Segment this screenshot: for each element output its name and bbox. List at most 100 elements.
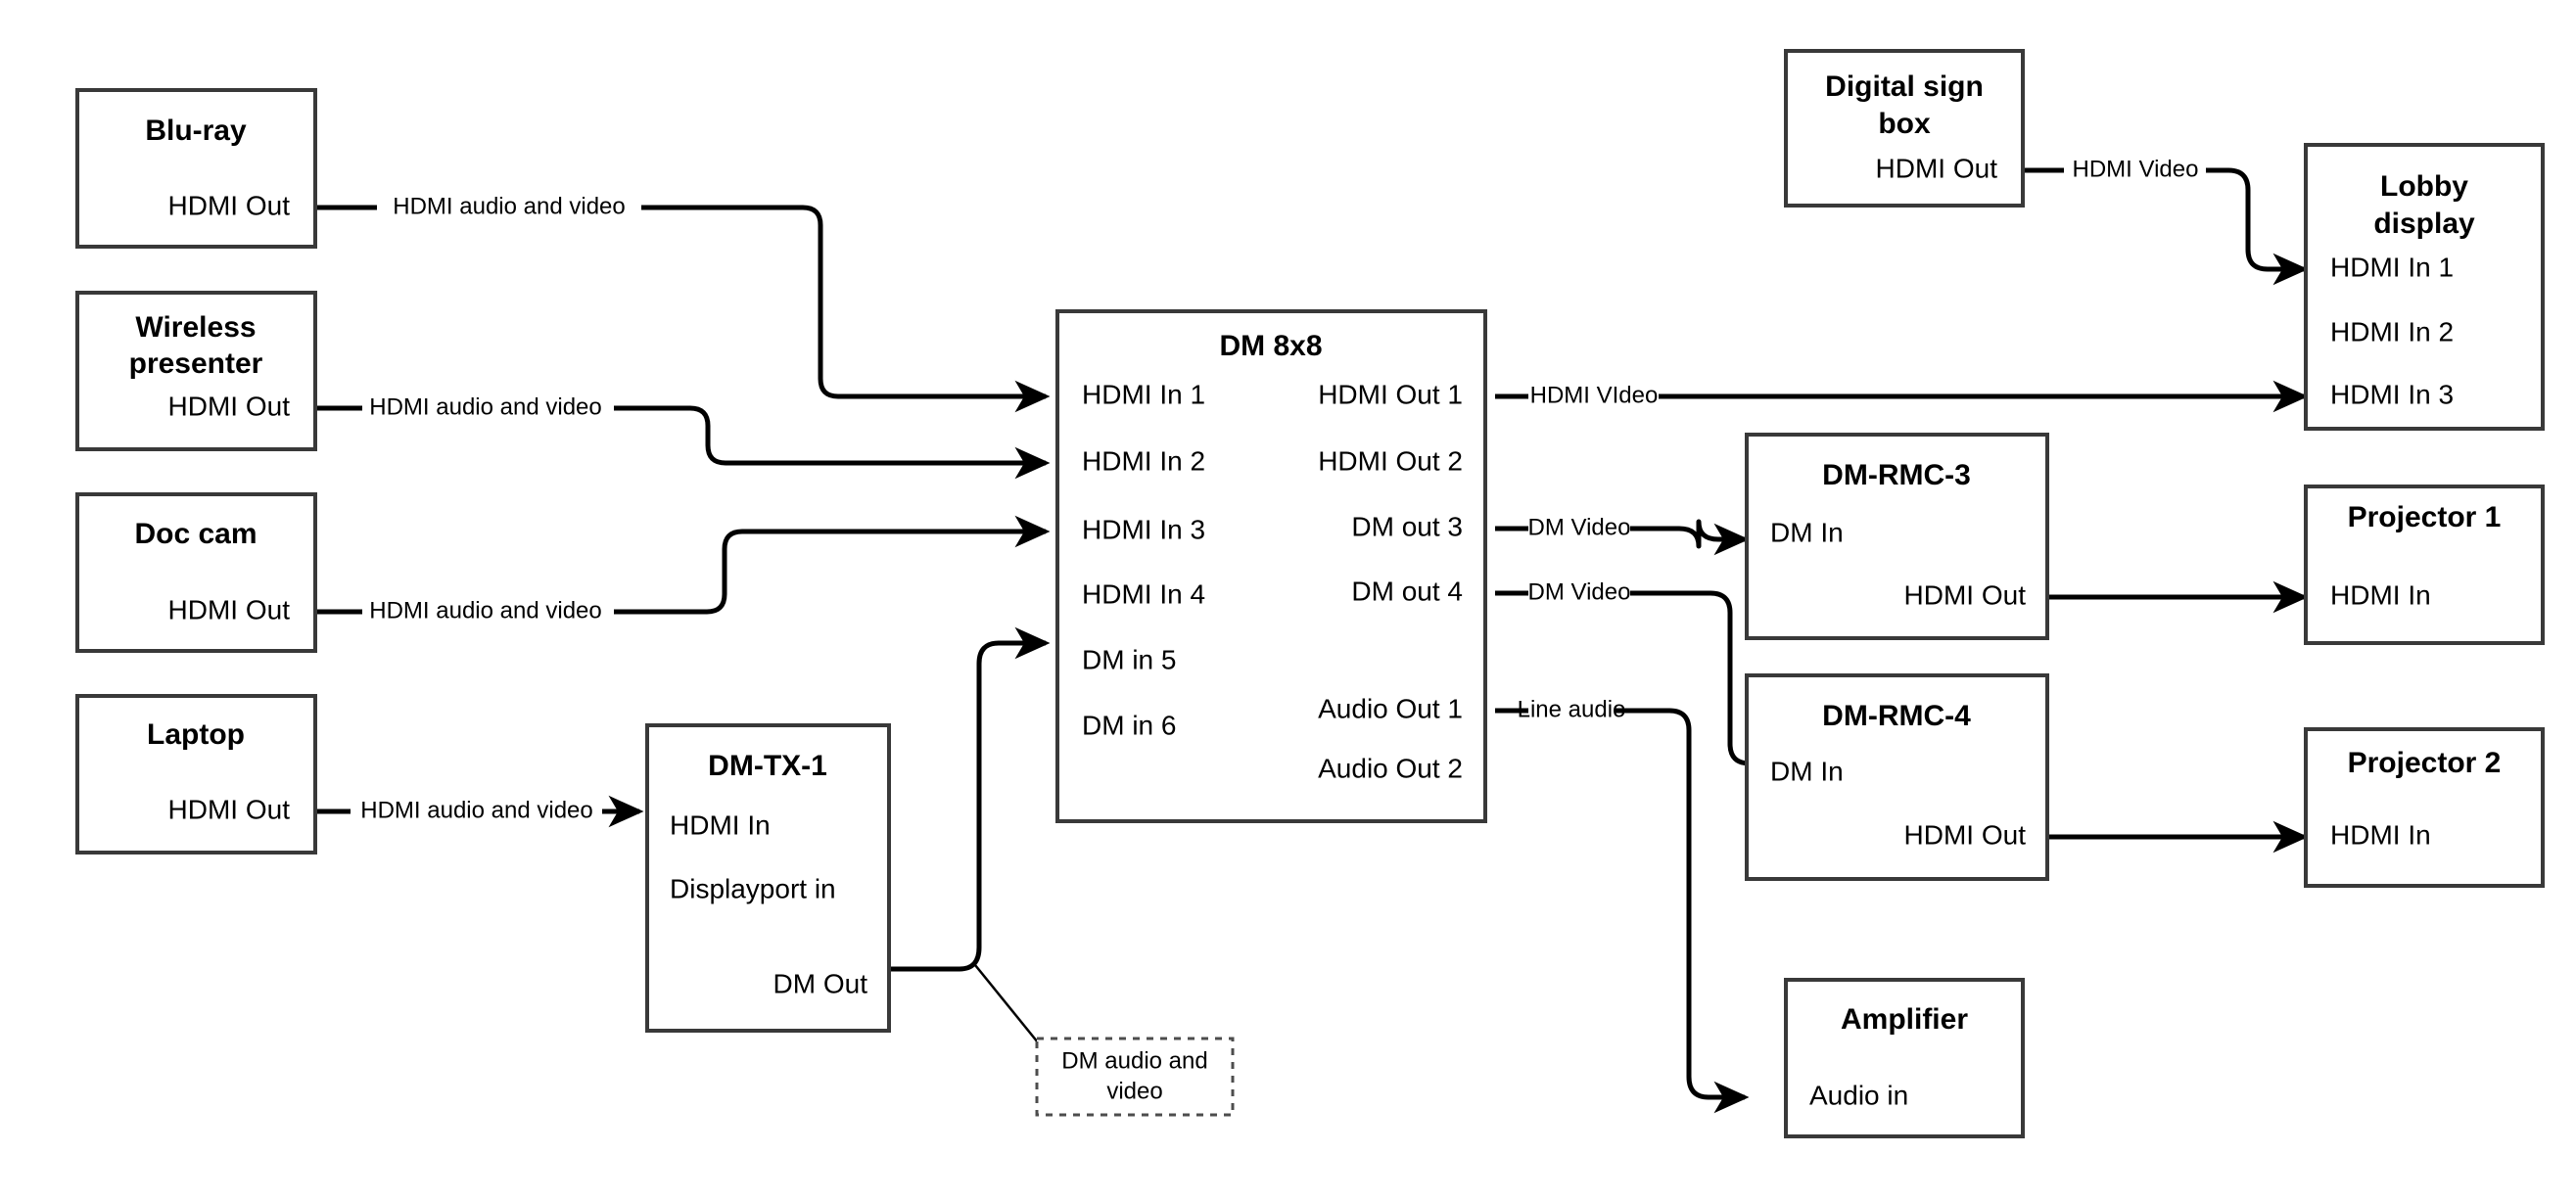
port-hdmi-in-2: HDMI In 2	[1082, 445, 1205, 476]
link-dm-8x8-dm-out-4-to-dm-rmc-4: DM Video	[1495, 578, 1750, 763]
link-label-laptop: HDMI audio and video	[360, 797, 592, 823]
port-dm-in: DM In	[1770, 517, 1844, 547]
port-dm-in: DM In	[1770, 756, 1844, 786]
node-box	[1784, 978, 2025, 1138]
node-laptop[interactable]: Laptop HDMI Out	[75, 694, 317, 855]
node-title: Projector 2	[2348, 747, 2502, 779]
node-title-line-2: presenter	[129, 347, 263, 380]
link-label-digital-sign: HDMI Video	[2073, 156, 2199, 182]
node-dm-tx-1[interactable]: DM-TX-1 HDMI In Displayport in DM Out	[645, 723, 891, 1033]
node-amplifier[interactable]: Amplifier Audio in	[1784, 978, 2025, 1138]
port-audio-out-1: Audio Out 1	[1318, 693, 1463, 723]
link-dm-8x8-audio-out-1-to-amplifier: Line audio	[1495, 696, 1745, 1097]
node-box	[1745, 673, 2049, 881]
port-hdmi-out-2: HDMI Out 2	[1318, 445, 1463, 476]
node-box	[2304, 727, 2545, 888]
node-title-line-2: display	[2373, 208, 2475, 240]
port-hdmi-out: HDMI Out	[1904, 579, 2027, 610]
port-hdmi-in: HDMI In	[2330, 819, 2431, 850]
port-hdmi-in-1: HDMI In 1	[1082, 379, 1205, 409]
node-title-line-2: box	[1878, 108, 1931, 140]
node-box	[1745, 433, 2049, 640]
edge-path	[889, 626, 1051, 972]
node-title: Doc cam	[134, 518, 257, 550]
link-laptop-to-dm-tx-1: HDMI audio and video	[315, 797, 639, 823]
node-doc-cam[interactable]: Doc cam HDMI Out	[75, 492, 317, 653]
port-hdmi-in-4: HDMI In 4	[1082, 578, 1205, 609]
node-box	[1784, 49, 2025, 208]
node-title: DM-TX-1	[708, 750, 827, 782]
port-displayport-in: Displayport in	[670, 873, 836, 903]
node-title: DM-RMC-4	[1822, 700, 1971, 732]
node-title: Amplifier	[1841, 1003, 1968, 1036]
link-label-dm-video-out3: DM Video	[1528, 514, 1631, 540]
callout-box	[1035, 1037, 1235, 1117]
node-lobby-display[interactable]: Lobby display HDMI In 1 HDMI In 2 HDMI I…	[2304, 143, 2545, 431]
port-hdmi-in: HDMI In	[2330, 579, 2431, 610]
node-digital-sign-box[interactable]: Digital sign box HDMI Out	[1784, 49, 2025, 208]
callout-leader-line	[974, 964, 1039, 1043]
port-hdmi-in-3: HDMI In 3	[1082, 514, 1205, 544]
node-dm-8x8[interactable]: DM 8x8 HDMI In 1 HDMI In 2 HDMI In 3 HDM…	[1055, 309, 1487, 823]
link-wireless-presenter-to-dm-8x8: HDMI audio and video	[315, 393, 1046, 463]
link-dm-8x8-hdmi-out-1-to-lobby-display: HDMI VIdeo	[1495, 382, 2304, 408]
node-title: DM 8x8	[1219, 330, 1322, 362]
node-projector-1[interactable]: Projector 1 HDMI In	[2304, 485, 2545, 645]
edge-path	[315, 531, 1046, 615]
node-box	[75, 694, 317, 855]
port-hdmi-out: HDMI Out	[1876, 153, 1998, 183]
port-dm-out-4: DM out 4	[1351, 576, 1463, 606]
node-dm-rmc-4[interactable]: DM-RMC-4 DM In HDMI Out	[1745, 673, 2049, 881]
port-hdmi-in-3: HDMI In 3	[2330, 379, 2454, 409]
link-label-blu-ray: HDMI audio and video	[393, 193, 625, 219]
link-digital-sign-box-to-lobby-display: HDMI Video	[2023, 156, 2304, 269]
link-dm-8x8-dm-out-3-to-dm-rmc-3: DM Video	[1495, 514, 1745, 546]
link-label-line-audio: Line audio	[1518, 696, 1626, 722]
node-title: Blu-ray	[145, 115, 247, 147]
port-hdmi-in-2: HDMI In 2	[2330, 316, 2454, 346]
link-dm-tx-1-to-dm-8x8	[889, 626, 1051, 972]
node-box	[75, 88, 317, 249]
port-dm-out: DM Out	[773, 968, 868, 998]
link-doc-cam-to-dm-8x8: HDMI audio and video	[315, 531, 1046, 624]
node-box	[2304, 485, 2545, 645]
port-hdmi-out: HDMI Out	[168, 190, 291, 220]
edge-path	[2023, 167, 2304, 269]
callout-dm-audio-and-video: DM audio and video	[1035, 1037, 1235, 1117]
link-blu-ray-to-dm-8x8: HDMI audio and video	[315, 193, 1046, 396]
node-title-line-1: Digital sign	[1825, 70, 1984, 103]
node-blu-ray[interactable]: Blu-ray HDMI Out	[75, 88, 317, 249]
port-hdmi-out: HDMI Out	[168, 391, 291, 421]
node-title: Projector 1	[2348, 501, 2502, 533]
node-wireless-presenter[interactable]: Wireless presenter HDMI Out	[75, 291, 317, 451]
edge-path	[315, 205, 1046, 396]
node-title: Laptop	[147, 718, 245, 751]
port-audio-in: Audio in	[1809, 1080, 1908, 1110]
callout-line-1: DM audio and	[1061, 1047, 1207, 1074]
node-title: DM-RMC-3	[1822, 459, 1971, 491]
port-dm-in-6: DM in 6	[1082, 710, 1176, 740]
edge-path	[1495, 590, 1750, 763]
link-label-dm-video-out4: DM Video	[1528, 578, 1631, 605]
edge-path	[315, 405, 1046, 463]
node-box	[75, 492, 317, 653]
port-hdmi-out-1: HDMI Out 1	[1318, 379, 1463, 409]
node-box	[645, 723, 891, 1033]
node-box	[2304, 143, 2545, 431]
callout-line-2: video	[1106, 1078, 1162, 1104]
port-dm-out-3: DM out 3	[1351, 511, 1463, 541]
port-hdmi-out: HDMI Out	[1904, 819, 2027, 850]
node-title-line-1: Wireless	[135, 311, 256, 344]
node-projector-2[interactable]: Projector 2 HDMI In	[2304, 727, 2545, 888]
node-box	[1055, 309, 1487, 823]
link-label-doc-cam: HDMI audio and video	[369, 597, 601, 624]
port-hdmi-out: HDMI Out	[168, 594, 291, 624]
port-hdmi-in: HDMI In	[670, 809, 771, 840]
link-label-hdmi-video-out1: HDMI VIdeo	[1530, 382, 1659, 408]
edge-path	[1495, 708, 1745, 1097]
edge-path	[1495, 522, 1745, 546]
port-hdmi-in-1: HDMI In 1	[2330, 252, 2454, 282]
node-dm-rmc-3[interactable]: DM-RMC-3 DM In HDMI Out	[1745, 433, 2049, 640]
port-hdmi-out: HDMI Out	[168, 794, 291, 824]
